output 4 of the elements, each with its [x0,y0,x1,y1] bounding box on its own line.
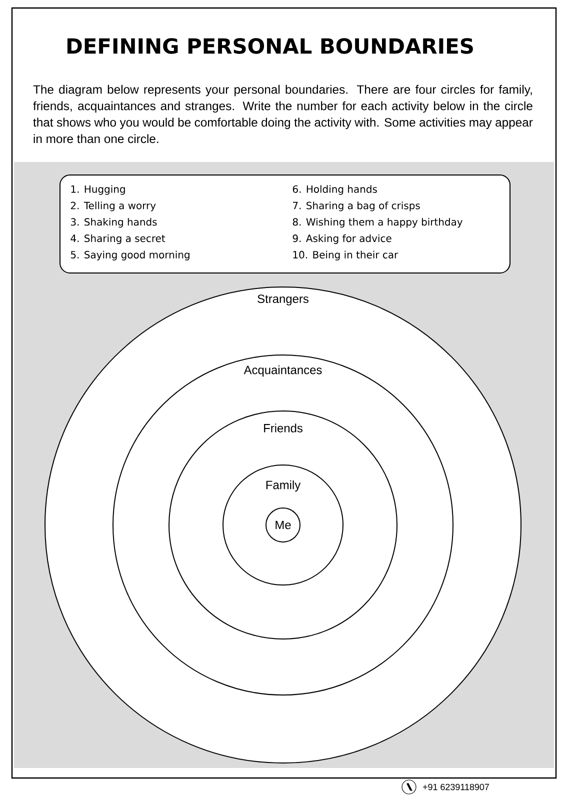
intro-paragraph: The diagram below represents your personal boundaries. There are four circles for family, friends, acquaintances and stranges. Write the number for each activity below in the circle that shows who you would be comfortable doing the activity with. Some activities may appear in more than one circle. [33,84,533,144]
title: DEFINING PERSONAL BOUNDARIES [67,38,473,54]
activity-list-box: 1. Hugging 2. Telling a worry 3. Shaking hands 4. Sharing a secret 5. Saying good morning 6. Holding hands 7. Sharing a bag of crisps 8. Wishing them a happy birthday 9. Asking for advice 10. Being in their car [60,174,510,274]
phone-number: +91 6239118907 [422,784,489,790]
